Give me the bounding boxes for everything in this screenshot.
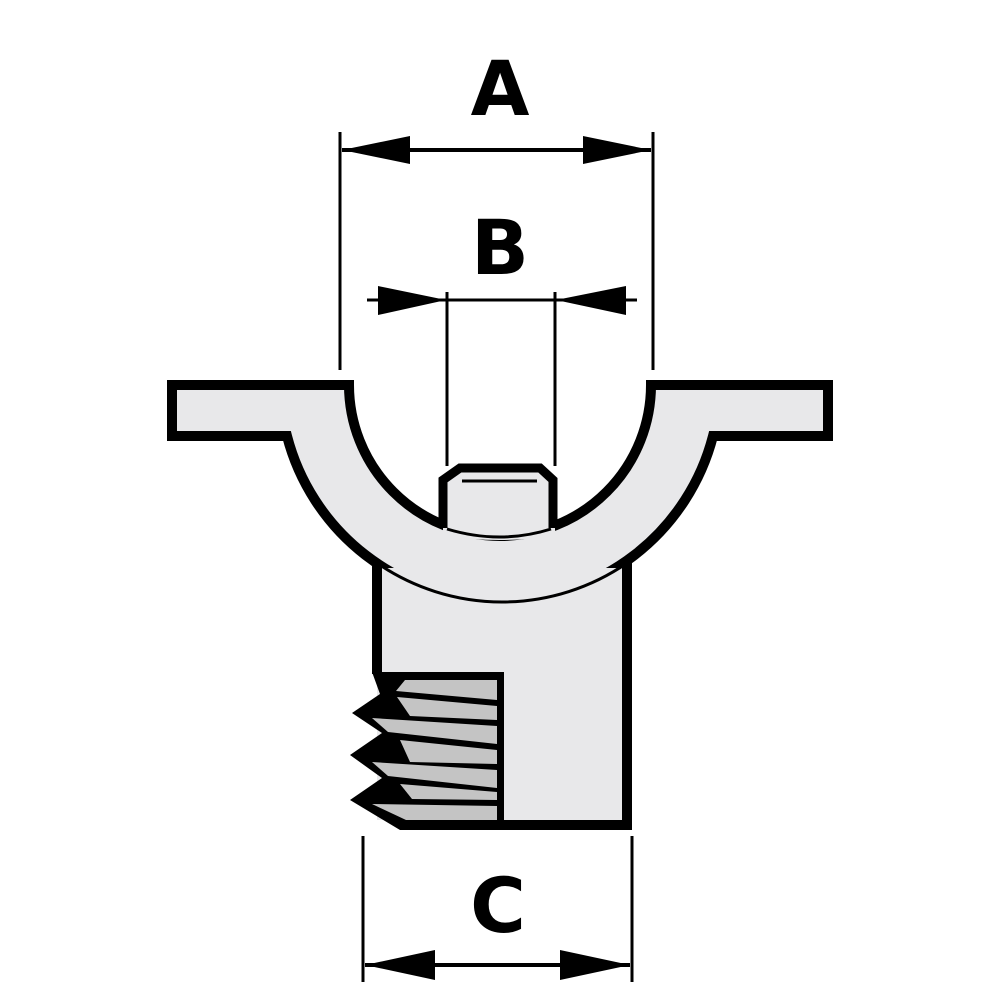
dimension-c: C <box>361 836 634 982</box>
dimension-label-b: B <box>471 203 529 292</box>
thread-teeth <box>372 680 497 820</box>
arrowhead-left <box>342 136 410 164</box>
dimension-label-a: A <box>471 44 530 133</box>
pin-fill <box>443 468 555 540</box>
dimension-a: A <box>338 44 655 370</box>
pin-outline <box>438 463 558 528</box>
dimension-b: B <box>367 203 637 466</box>
dimension-label-c: C <box>470 861 526 950</box>
body-inner-arc <box>376 561 628 604</box>
arrowhead-right <box>583 136 651 164</box>
arrowhead-right <box>378 286 446 315</box>
arrowhead-right <box>560 950 630 980</box>
arrowhead-left <box>365 950 435 980</box>
pin-base-arc <box>446 527 552 539</box>
arrowhead-left <box>556 286 626 315</box>
